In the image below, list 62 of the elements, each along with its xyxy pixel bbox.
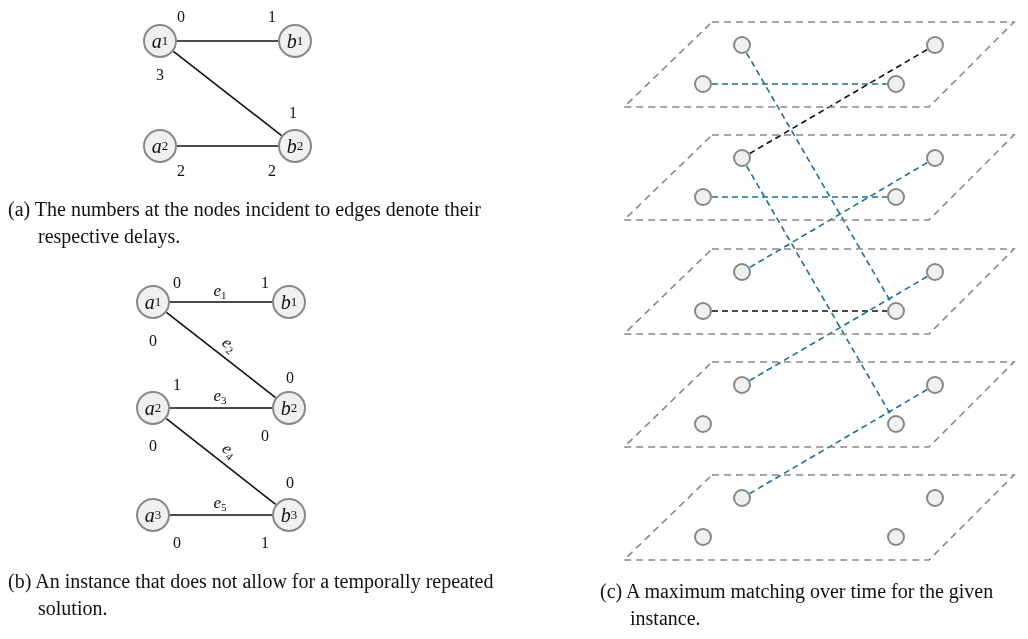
edge-label: e$_{3}$ <box>213 386 227 406</box>
vertex-node <box>887 188 905 206</box>
vertex-node <box>887 302 905 320</box>
edge-line <box>711 83 888 85</box>
delay-number: 0 <box>173 274 181 292</box>
edge-line <box>169 301 273 303</box>
vertex-node <box>926 489 944 507</box>
delay-number: 1 <box>173 376 181 394</box>
layer-plane <box>623 248 1015 335</box>
edge-line <box>176 145 279 147</box>
edge-line <box>711 310 888 312</box>
edge-line <box>748 161 929 269</box>
edge-line <box>172 50 283 137</box>
vertex-node <box>694 528 712 546</box>
vertex-node <box>694 302 712 320</box>
edge-label: e$_{1}$ <box>213 281 227 301</box>
vertex-node <box>733 263 751 281</box>
layer-plane <box>623 134 1015 221</box>
delay-number: 1 <box>289 104 297 122</box>
delay-number: 0 <box>286 474 294 492</box>
layer-plane <box>623 474 1015 561</box>
vertex-node <box>733 149 751 167</box>
delay-number: 2 <box>268 162 276 180</box>
vertex-node <box>733 376 751 394</box>
layer-plane <box>623 21 1015 108</box>
delay-number: 1 <box>261 274 269 292</box>
delay-number: 1 <box>268 8 276 26</box>
edge-line <box>748 275 929 382</box>
figure-caption: (c) A maximum matching over time for the given instance. <box>600 579 995 631</box>
vertex-node <box>887 75 905 93</box>
figure-caption: (a) The numbers at the nodes incident to edges denote their respective delays. <box>8 197 482 250</box>
delay-number: 1 <box>261 534 269 552</box>
edge-line <box>748 388 929 495</box>
delay-number: 0 <box>149 437 157 455</box>
edge-line <box>176 40 279 42</box>
layer-plane <box>623 361 1015 448</box>
delay-number: 0 <box>286 369 294 387</box>
vertex-node <box>926 376 944 394</box>
edge-line <box>165 417 277 506</box>
vertex-node <box>926 36 944 54</box>
vertex-node <box>694 75 712 93</box>
edge-line <box>748 48 929 155</box>
edge-line <box>711 196 888 198</box>
edge-line <box>169 514 273 516</box>
vertex-node <box>887 528 905 546</box>
edge-line <box>165 311 277 399</box>
vertex-node <box>694 188 712 206</box>
delay-number: 3 <box>156 66 164 84</box>
vertex-node <box>733 489 751 507</box>
delay-number: 0 <box>149 332 157 350</box>
vertex-node <box>694 415 712 433</box>
edge-line <box>169 407 273 409</box>
delay-number: 0 <box>261 427 269 445</box>
vertex-node <box>926 263 944 281</box>
vertex-node <box>733 36 751 54</box>
vertex-node <box>926 149 944 167</box>
delay-number: 0 <box>177 8 185 26</box>
delay-number: 2 <box>177 162 185 180</box>
vertex-node <box>887 415 905 433</box>
figure-caption: (b) An instance that does not allow for a temporally repeated solution. <box>8 569 495 621</box>
edge-label: e$_{5}$ <box>213 493 227 513</box>
delay-number: 0 <box>173 534 181 552</box>
